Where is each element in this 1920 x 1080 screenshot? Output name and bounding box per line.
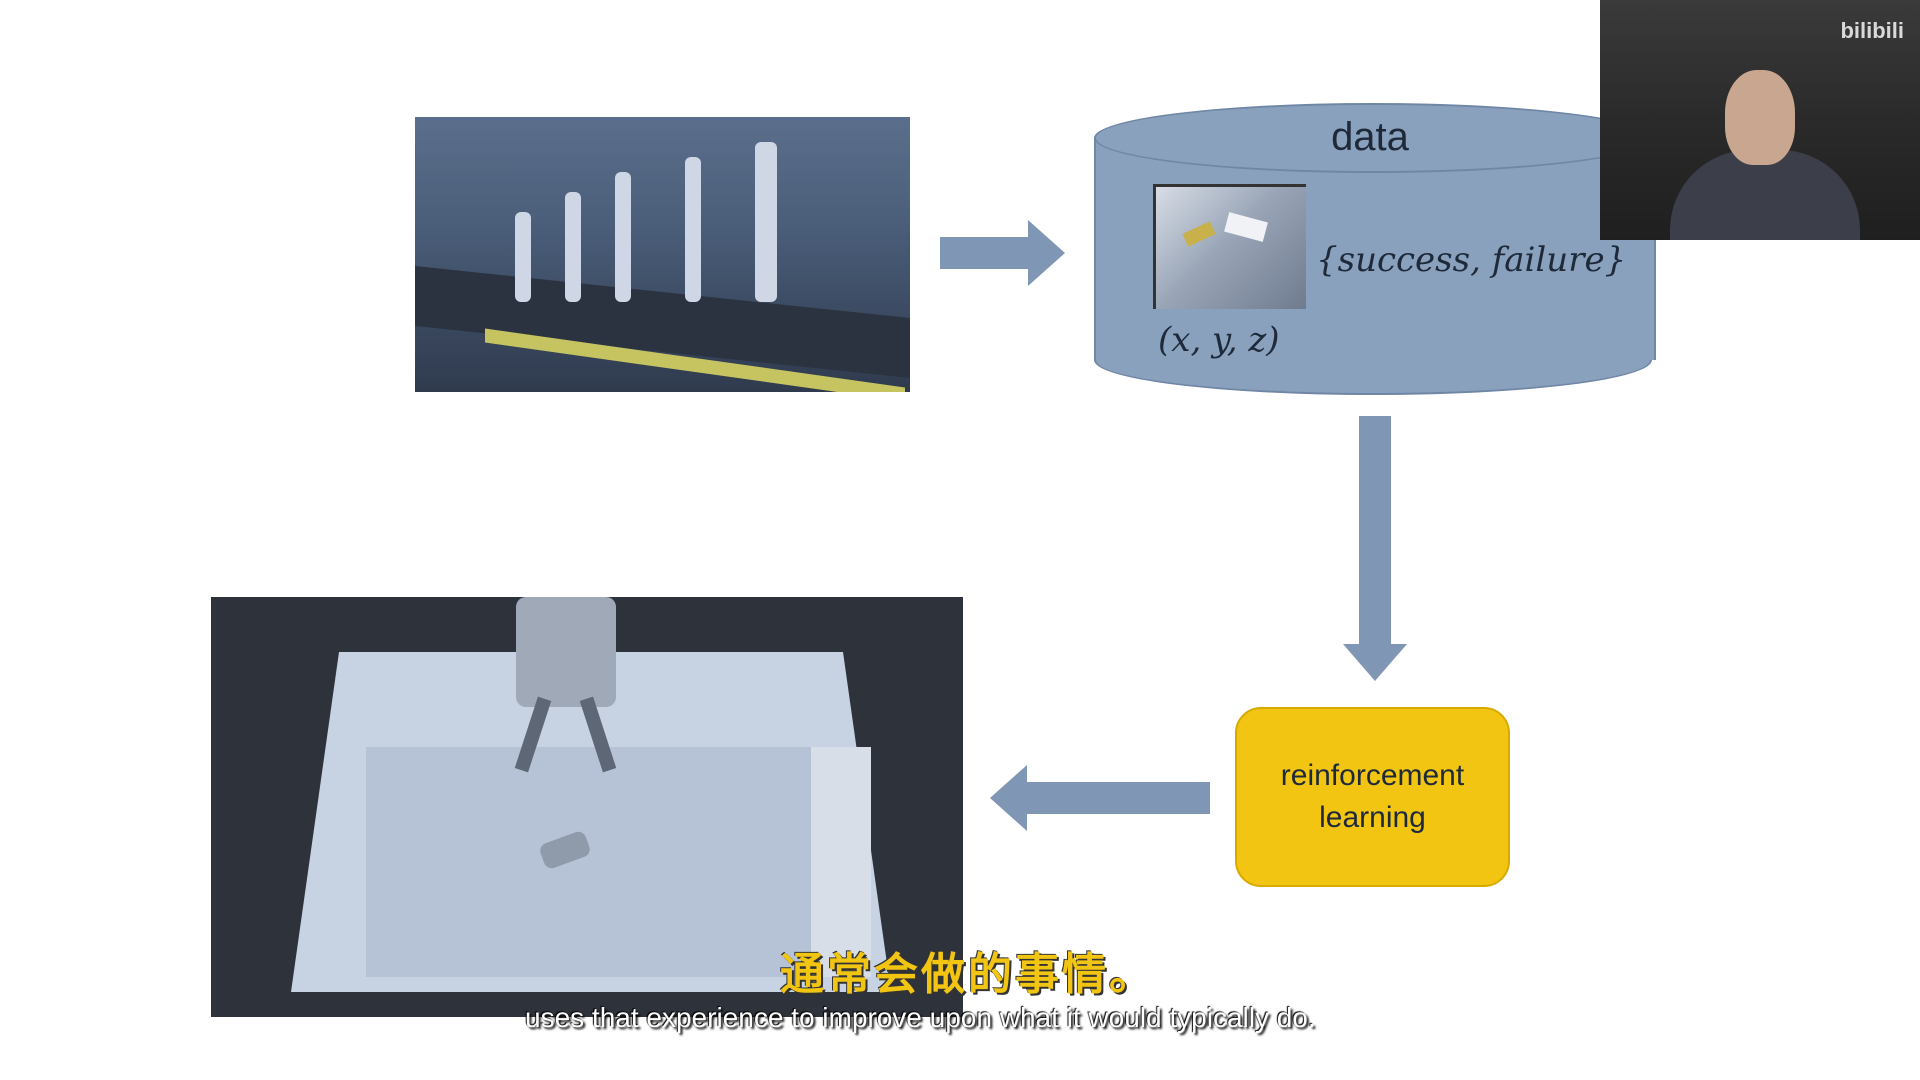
subtitle-english: uses that experience to improve upon wha… [525,1002,1316,1033]
coords-label: (x, y, z) [1158,320,1280,360]
rl-line2: learning [1319,801,1426,834]
robot-arm [615,172,631,302]
robot-arm [685,157,701,302]
robot-arm [565,192,581,302]
database-title: data [1331,115,1409,159]
gripper-bin-photo [211,597,963,1017]
arrow-right-icon [940,220,1065,286]
bilibili-watermark: bilibili [1840,18,1904,43]
outcome-label: {success, failure} [1316,240,1627,280]
robot-arms-photo [415,117,910,392]
arrow-left-icon [990,765,1210,831]
bin-side-label [811,747,871,977]
subtitle-chinese: 通常会做的事情。 [780,949,1156,1000]
robot-arm [515,212,531,302]
grasp-thumbnail [1153,184,1306,309]
presenter-head [1725,70,1795,165]
reinforcement-learning-box: reinforcement learning [1235,707,1510,887]
arrow-down-icon [1343,416,1407,681]
robot-arm [755,142,777,302]
bin-floor [366,747,826,977]
presenter-webcam: bilibili [1600,0,1920,240]
gripper [516,597,616,707]
rl-line1: reinforcement [1280,759,1465,792]
